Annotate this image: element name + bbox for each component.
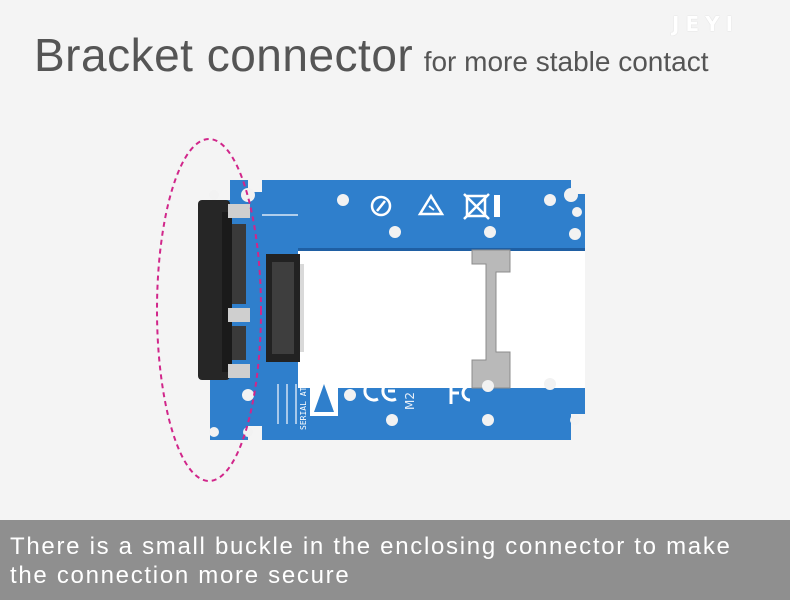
product-photo: SERIAL ATA M2 — [156, 138, 585, 482]
connector-pins-b — [232, 326, 246, 360]
adapter-board — [210, 180, 585, 440]
connector-clip-bottom — [228, 364, 250, 378]
silkscreen-lines — [262, 214, 298, 424]
esd-warning-icon — [417, 193, 445, 216]
fcc-mark-icon — [449, 382, 471, 404]
ce-mark-icon — [363, 380, 397, 402]
title-main: Bracket connector — [34, 29, 414, 81]
caption-line-1: There is a small buckle in the enclosing… — [10, 533, 732, 560]
connector-highlight-ellipse — [156, 138, 262, 482]
sata-connector-slot — [222, 212, 232, 372]
caption-bar — [0, 520, 790, 600]
caption-line-2: the connection more secure — [10, 562, 351, 589]
msata-socket-inner — [272, 262, 294, 354]
silkscreen-id: M2 — [403, 392, 417, 410]
recycle-icon — [370, 195, 392, 217]
brand-logo: JEYI — [672, 12, 740, 36]
caption-text: There is a small buckle in the enclosing… — [10, 532, 780, 590]
connector-clip-middle — [228, 308, 250, 322]
msata-socket-pins — [300, 264, 304, 352]
connector-pins-a — [232, 224, 246, 304]
weee-bin-icon — [463, 193, 500, 220]
cutout-edge — [298, 248, 585, 251]
sata-mark-text: SERIAL ATA — [299, 382, 308, 430]
title-subtitle: for more stable contact — [423, 46, 709, 77]
board-cutout — [298, 248, 585, 388]
connector-clip-top — [228, 204, 250, 218]
page-title: Bracket connector for more stable contac… — [34, 28, 709, 82]
sata-logo — [310, 378, 338, 416]
metal-strap — [471, 249, 511, 389]
